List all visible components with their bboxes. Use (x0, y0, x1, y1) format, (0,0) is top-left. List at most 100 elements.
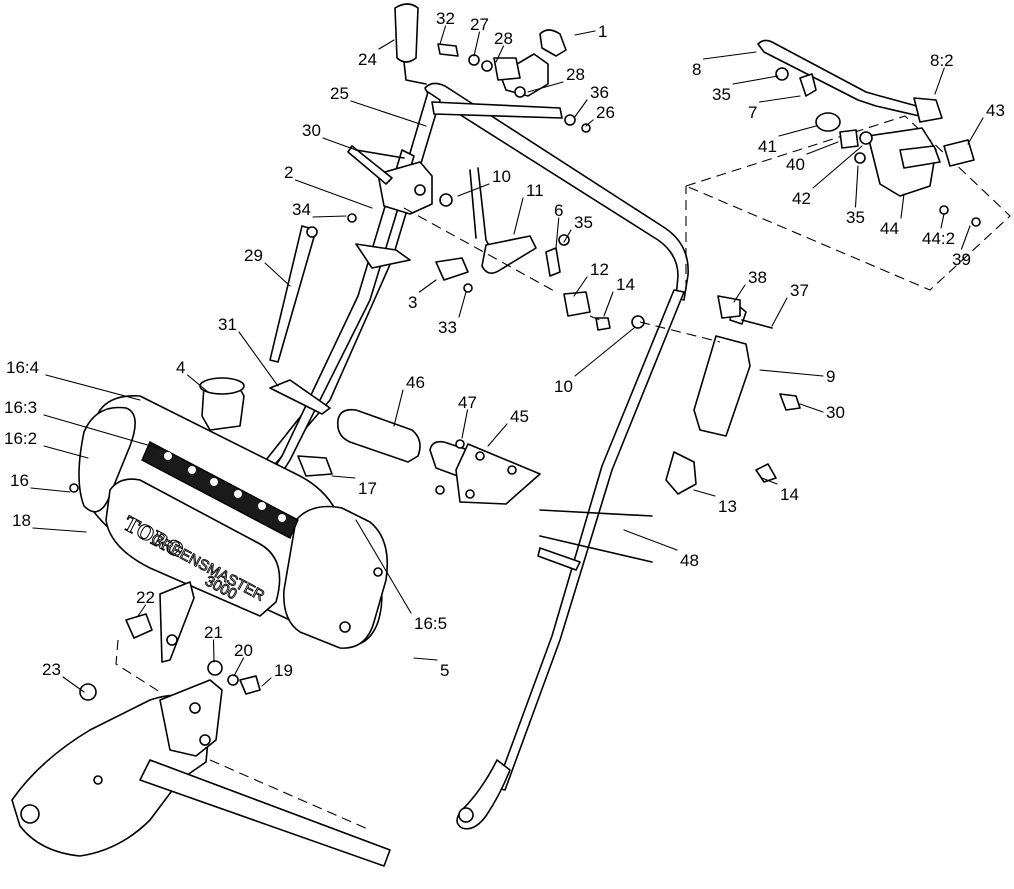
callout-c39: 39 (952, 250, 971, 269)
callout-c18: 18 (12, 511, 31, 530)
leader-c4 (186, 374, 209, 393)
callout-c29: 29 (244, 246, 263, 265)
leader-c47 (461, 409, 469, 439)
leader-c1 (574, 30, 596, 36)
callout-c27: 27 (470, 15, 489, 34)
callout-leaders (30, 25, 984, 693)
leader-c21 (212, 639, 215, 663)
callout-c41: 41 (758, 137, 777, 156)
callout-c14a: 14 (616, 275, 635, 294)
callout-c17: 17 (358, 479, 377, 498)
callout-c37: 37 (790, 281, 809, 300)
control-console (69, 377, 389, 649)
callout-c32: 32 (436, 9, 455, 28)
callout-c14b: 14 (780, 485, 799, 504)
leader-c38 (733, 284, 746, 303)
leader-c43 (967, 117, 984, 145)
callout-c16_4: 16:4 (6, 358, 39, 377)
assembly-lines (115, 186, 721, 831)
leader-c3 (418, 279, 437, 293)
callout-c48: 48 (680, 551, 699, 570)
leader-c23 (62, 676, 85, 693)
leader-c18 (32, 527, 87, 533)
callout-c42: 42 (792, 189, 811, 208)
leader-c31 (238, 331, 279, 387)
leader-c13 (693, 489, 716, 497)
leader-c46 (393, 389, 404, 427)
callout-c28a: 28 (494, 29, 513, 48)
callout-c10b: 10 (554, 377, 573, 396)
leader-c37 (771, 297, 788, 327)
callout-c22: 22 (136, 588, 155, 607)
leader-c14b (761, 477, 778, 485)
callout-c47: 47 (458, 393, 477, 412)
leader-c14a (603, 291, 614, 317)
leader-c33 (458, 291, 467, 318)
leader-c42 (812, 145, 863, 189)
callout-c16_2: 16:2 (4, 429, 37, 448)
leader-c10a (457, 183, 490, 197)
leader-c32 (439, 25, 447, 45)
upper-bracket-assembly (347, 145, 469, 281)
leader-c9 (759, 369, 824, 377)
leader-c35a (563, 229, 572, 243)
callout-c5: 5 (440, 661, 449, 680)
leader-c22 (137, 604, 147, 617)
shift-knob (394, 3, 419, 63)
callout-c45: 45 (510, 407, 529, 426)
right-bracket-assembly (665, 301, 801, 495)
leader-c39 (960, 225, 971, 250)
leader-c28a (495, 45, 505, 63)
callout-c6: 6 (554, 201, 563, 220)
leader-c28b (527, 81, 564, 93)
leader-c24 (378, 39, 395, 50)
base-hardware (79, 613, 261, 701)
callout-c30a: 30 (302, 121, 321, 140)
leader-c17 (331, 475, 356, 479)
leader-c20 (233, 657, 245, 677)
callout-c12: 12 (590, 260, 609, 279)
callout-c35c: 35 (846, 208, 865, 227)
leader-c44 (900, 193, 905, 219)
callout-c35a: 35 (574, 213, 593, 232)
callout-c16: 16 (10, 471, 29, 490)
callout-c25: 25 (330, 84, 349, 103)
leader-c11 (513, 197, 524, 235)
grip-and-plate (336, 408, 653, 571)
callout-c19: 19 (274, 661, 293, 680)
leader-c19 (261, 677, 272, 687)
callout-c40: 40 (786, 155, 805, 174)
leader-c2 (294, 179, 373, 209)
callout-c1: 1 (598, 22, 607, 41)
leader-c12 (573, 276, 588, 297)
cable-rod (269, 225, 317, 363)
leader-c48 (623, 529, 678, 551)
callout-c33: 33 (438, 318, 457, 337)
callout-c44_2: 44:2 (922, 229, 955, 248)
callout-c10a: 10 (492, 167, 511, 186)
leader-c16_2 (43, 445, 89, 459)
leader-c7 (758, 95, 801, 103)
leader-c16_5 (355, 519, 412, 614)
leader-c45 (487, 423, 508, 447)
leader-c30a (322, 137, 357, 151)
callout-c16_3: 16:3 (4, 398, 37, 417)
callout-c31: 31 (218, 315, 237, 334)
callout-c21: 21 (204, 623, 223, 642)
leader-c44_2 (940, 213, 945, 229)
leader-c27 (473, 31, 481, 57)
leader-c36 (573, 99, 588, 119)
leader-c8 (702, 51, 757, 60)
leader-c6 (555, 217, 560, 249)
leader-c34 (312, 215, 347, 218)
callout-c9: 9 (826, 367, 835, 386)
leader-c16_3 (43, 414, 159, 449)
callout-c36: 36 (590, 83, 609, 102)
callout-c28b: 28 (566, 65, 585, 84)
leader-c10b (574, 327, 635, 377)
leader-c25 (350, 100, 427, 127)
leader-c26 (585, 119, 594, 127)
callout-c16_5: 16:5 (414, 614, 447, 633)
